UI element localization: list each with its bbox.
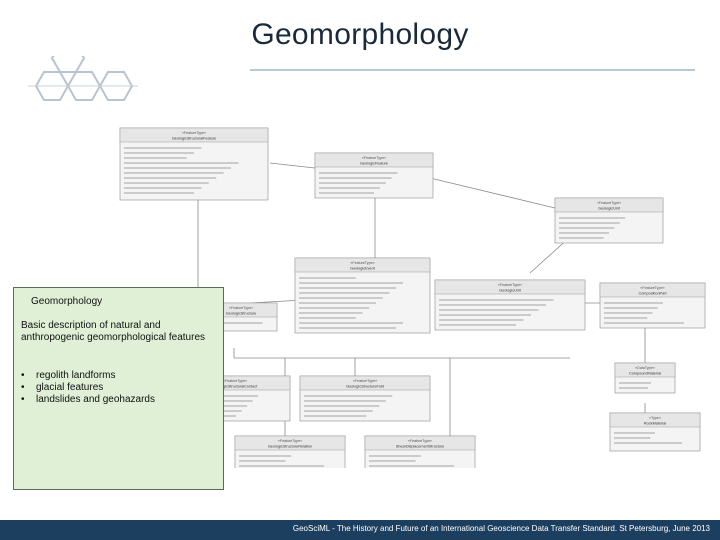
- uml-class-name: CompositionPart: [638, 292, 667, 296]
- uml-class-box: «FeatureType» ShearDisplacementStructure: [364, 435, 476, 468]
- uml-stereotype: «FeatureType»: [640, 286, 664, 290]
- hexagon-logo-icon: [28, 56, 138, 101]
- uml-stereotype: «FeatureType»: [278, 439, 302, 443]
- uml-class-name: GeologicFeature: [360, 162, 388, 166]
- uml-class-name: RockMaterial: [644, 422, 666, 426]
- uml-class-name: CompoundMaterial: [629, 372, 661, 376]
- uml-stereotype: «Type»: [649, 416, 661, 420]
- uml-stereotype: «FeatureType»: [229, 306, 253, 310]
- note-bullet-list: regolith landforms glacial features land…: [18, 370, 155, 406]
- uml-class-box: «FeatureType» GeologicStructuralFeature: [119, 127, 269, 201]
- uml-diagram: «FeatureType»GeologicStructuralFeature«F…: [119, 127, 706, 468]
- uml-class-name: ShearDisplacementStructure: [396, 445, 445, 449]
- uml-class-name: GeologicUnit: [499, 289, 522, 293]
- uml-class-name: GeologicStructureFold: [346, 385, 384, 389]
- geomorphology-note: Geomorphology Basic description of natur…: [13, 287, 224, 490]
- uml-class-name: GeologicStructureRelation: [268, 445, 312, 449]
- uml-class-name: GeologicUnit: [598, 207, 621, 211]
- uml-stereotype: «FeatureType»: [223, 379, 247, 383]
- uml-stereotype: «DataType»: [635, 366, 654, 370]
- uml-stereotype: «FeatureType»: [597, 201, 621, 205]
- uml-class-box: «FeatureType» GeologicEvent: [294, 257, 431, 334]
- uml-class-box: «FeatureType» CompositionPart: [599, 282, 706, 329]
- uml-stereotype: «FeatureType»: [182, 131, 206, 135]
- uml-stereotype: «FeatureType»: [362, 156, 386, 160]
- uml-class-box: «FeatureType» GeologicUnit: [434, 279, 586, 331]
- uml-class-box: «FeatureType» GeologicStructureRelation: [234, 435, 346, 468]
- uml-stereotype: «FeatureType»: [350, 261, 374, 265]
- note-bullet: regolith landforms: [18, 370, 155, 382]
- uml-class-name: GeologicEvent: [350, 267, 376, 271]
- uml-stereotype: «FeatureType»: [353, 379, 377, 383]
- uml-class-box: «DataType» CompoundMaterial: [614, 362, 676, 394]
- uml-class-name: GeologicStructure: [226, 312, 256, 316]
- uml-stereotype: «FeatureType»: [498, 283, 522, 287]
- note-bullet: landslides and geohazards: [18, 394, 155, 406]
- uml-class-box: «Type» RockMaterial: [609, 412, 701, 452]
- uml-class-name: GeologicStructuralFeature: [172, 137, 216, 141]
- title-rule: [250, 69, 695, 71]
- footer-text: GeoSciML - The History and Future of an …: [292, 524, 710, 533]
- note-title: Geomorphology: [31, 296, 103, 307]
- uml-class-box: «FeatureType» GeologicStructureFold: [299, 375, 431, 422]
- uml-stereotype: «FeatureType»: [408, 439, 432, 443]
- note-description: Basic description of natural and anthrop…: [21, 320, 206, 343]
- uml-class-box: «FeatureType» GeologicFeature: [314, 152, 434, 199]
- uml-class-box: «FeatureType» GeologicUnit: [554, 197, 664, 244]
- uml-class-name: GeologicStructuralContact: [213, 385, 258, 389]
- slide-title: Geomorphology: [251, 18, 469, 51]
- footer-bar: GeoSciML - The History and Future of an …: [0, 520, 720, 540]
- note-bullet: glacial features: [18, 382, 155, 394]
